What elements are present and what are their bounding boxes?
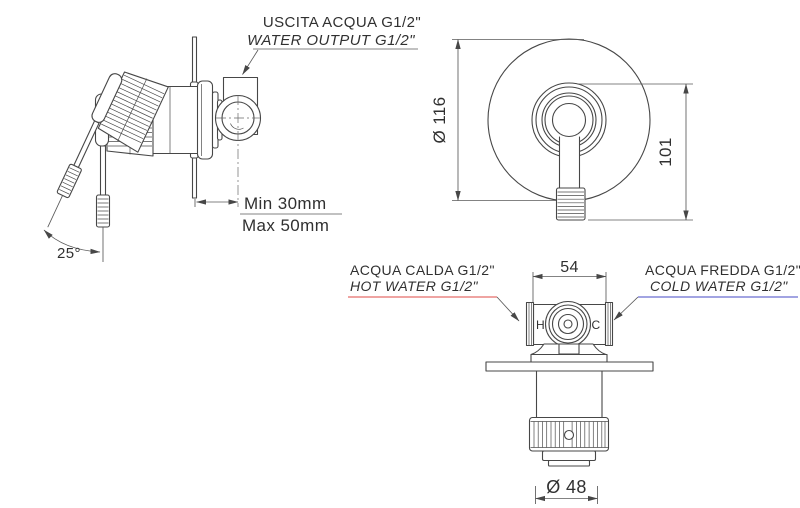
hot-thread-lines [528, 303, 532, 345]
knob-end-step-1 [541, 450, 597, 462]
cold-mark: C [591, 318, 600, 332]
knurl-ribs [533, 421, 606, 448]
escutcheon-plate-edge [485, 361, 654, 372]
knob-cylinder [535, 370, 603, 419]
cartridge-detail-arc [559, 329, 574, 334]
lever-sleeve-ribs [97, 198, 109, 224]
w54-label: 54 [560, 259, 579, 276]
hot-label-line2: HOT WATER G1/2" [350, 278, 479, 294]
cold-label-line1: ACQUA FREDDA G1/2" [645, 262, 800, 278]
cartridge-ring-2 [548, 304, 588, 344]
angle-dimension-label: 25° [57, 245, 81, 262]
bracket-center-tab [558, 343, 580, 355]
output-label-line2: WATER OUTPUT G1/2" [247, 32, 415, 49]
lever-knurl [555, 187, 586, 221]
angle-dimension-arc [43, 229, 101, 255]
knob-end-step-2 [547, 459, 591, 467]
boss-ring-5 [551, 102, 587, 138]
cold-thread-band [604, 301, 614, 347]
hot-label-line1: ACQUA CALDA G1/2" [350, 262, 495, 278]
top-view: H C 54 Ø 48 ACQUA CALDA G1/2" [348, 259, 800, 504]
escutcheon-edge [196, 80, 214, 160]
knurl-edge-lines [530, 421, 608, 448]
side-view: 25° USCITA ACQUA G1/2" WATER OUTPUT G1/2… [40, 14, 421, 262]
cartridge-ring-3 [551, 307, 585, 341]
lever-shaft [558, 136, 581, 190]
dia48-label: Ø 48 [546, 477, 587, 497]
front-view: Ø 116 101 [430, 38, 693, 221]
cartridge-center [563, 319, 573, 329]
output-label-leader [242, 49, 259, 75]
bracket-base [530, 353, 608, 363]
output-label-line1: USCITA ACQUA G1/2" [263, 14, 421, 31]
cold-thread-lines [607, 303, 611, 345]
lever-shaft-mask [559, 137, 580, 189]
hot-thread-band [525, 301, 535, 347]
h101-label: 101 [656, 137, 675, 167]
depth-max-label: Max 50mm [242, 216, 329, 235]
dia116-label: Ø 116 [430, 96, 449, 143]
hot-mark: H [536, 318, 545, 332]
output-detail-arc [230, 123, 244, 130]
lever-stem [99, 145, 107, 196]
lever-knurl-ribs [557, 191, 584, 218]
cold-label-leader [613, 296, 639, 321]
cold-label-line2: COLD WATER G1/2" [650, 278, 788, 294]
depth-min-label: Min 30mm [244, 194, 327, 213]
knob-set-screw [563, 429, 575, 441]
hot-label-leader [496, 296, 520, 322]
